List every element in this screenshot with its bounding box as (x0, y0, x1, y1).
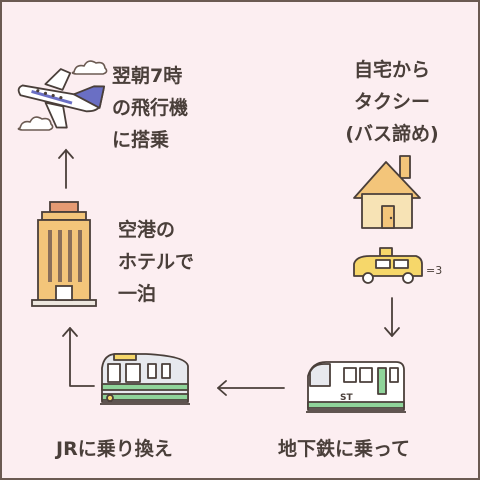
cloud-icon (17, 116, 54, 131)
taxi-speed-effect: =3 (426, 264, 442, 277)
airplane-icon (17, 68, 106, 129)
step-hotel-label: 空港の ホテルで 一泊 (118, 219, 195, 305)
arrow-up-icon (58, 148, 74, 189)
subway-train-icon (306, 361, 406, 413)
arrow-up-icon (62, 327, 95, 387)
subway-car-mark: ST (340, 393, 353, 403)
cloud-icon (71, 60, 108, 75)
arrow-left-icon (217, 380, 285, 396)
taxi-icon (353, 247, 423, 284)
step-jr-label: JRに乗り換え (56, 438, 173, 460)
step-flight-label: 翌朝7時 の飛行機 に搭乗 (112, 65, 189, 151)
step-home-label: 自宅から タクシー (バス諦め) (345, 59, 439, 145)
step-subway-label: 地下鉄に乗って (278, 438, 411, 460)
house-icon (353, 155, 421, 229)
jr-train-icon (100, 353, 190, 405)
arrow-down-icon (384, 297, 400, 337)
hotel-building-icon (31, 201, 97, 307)
